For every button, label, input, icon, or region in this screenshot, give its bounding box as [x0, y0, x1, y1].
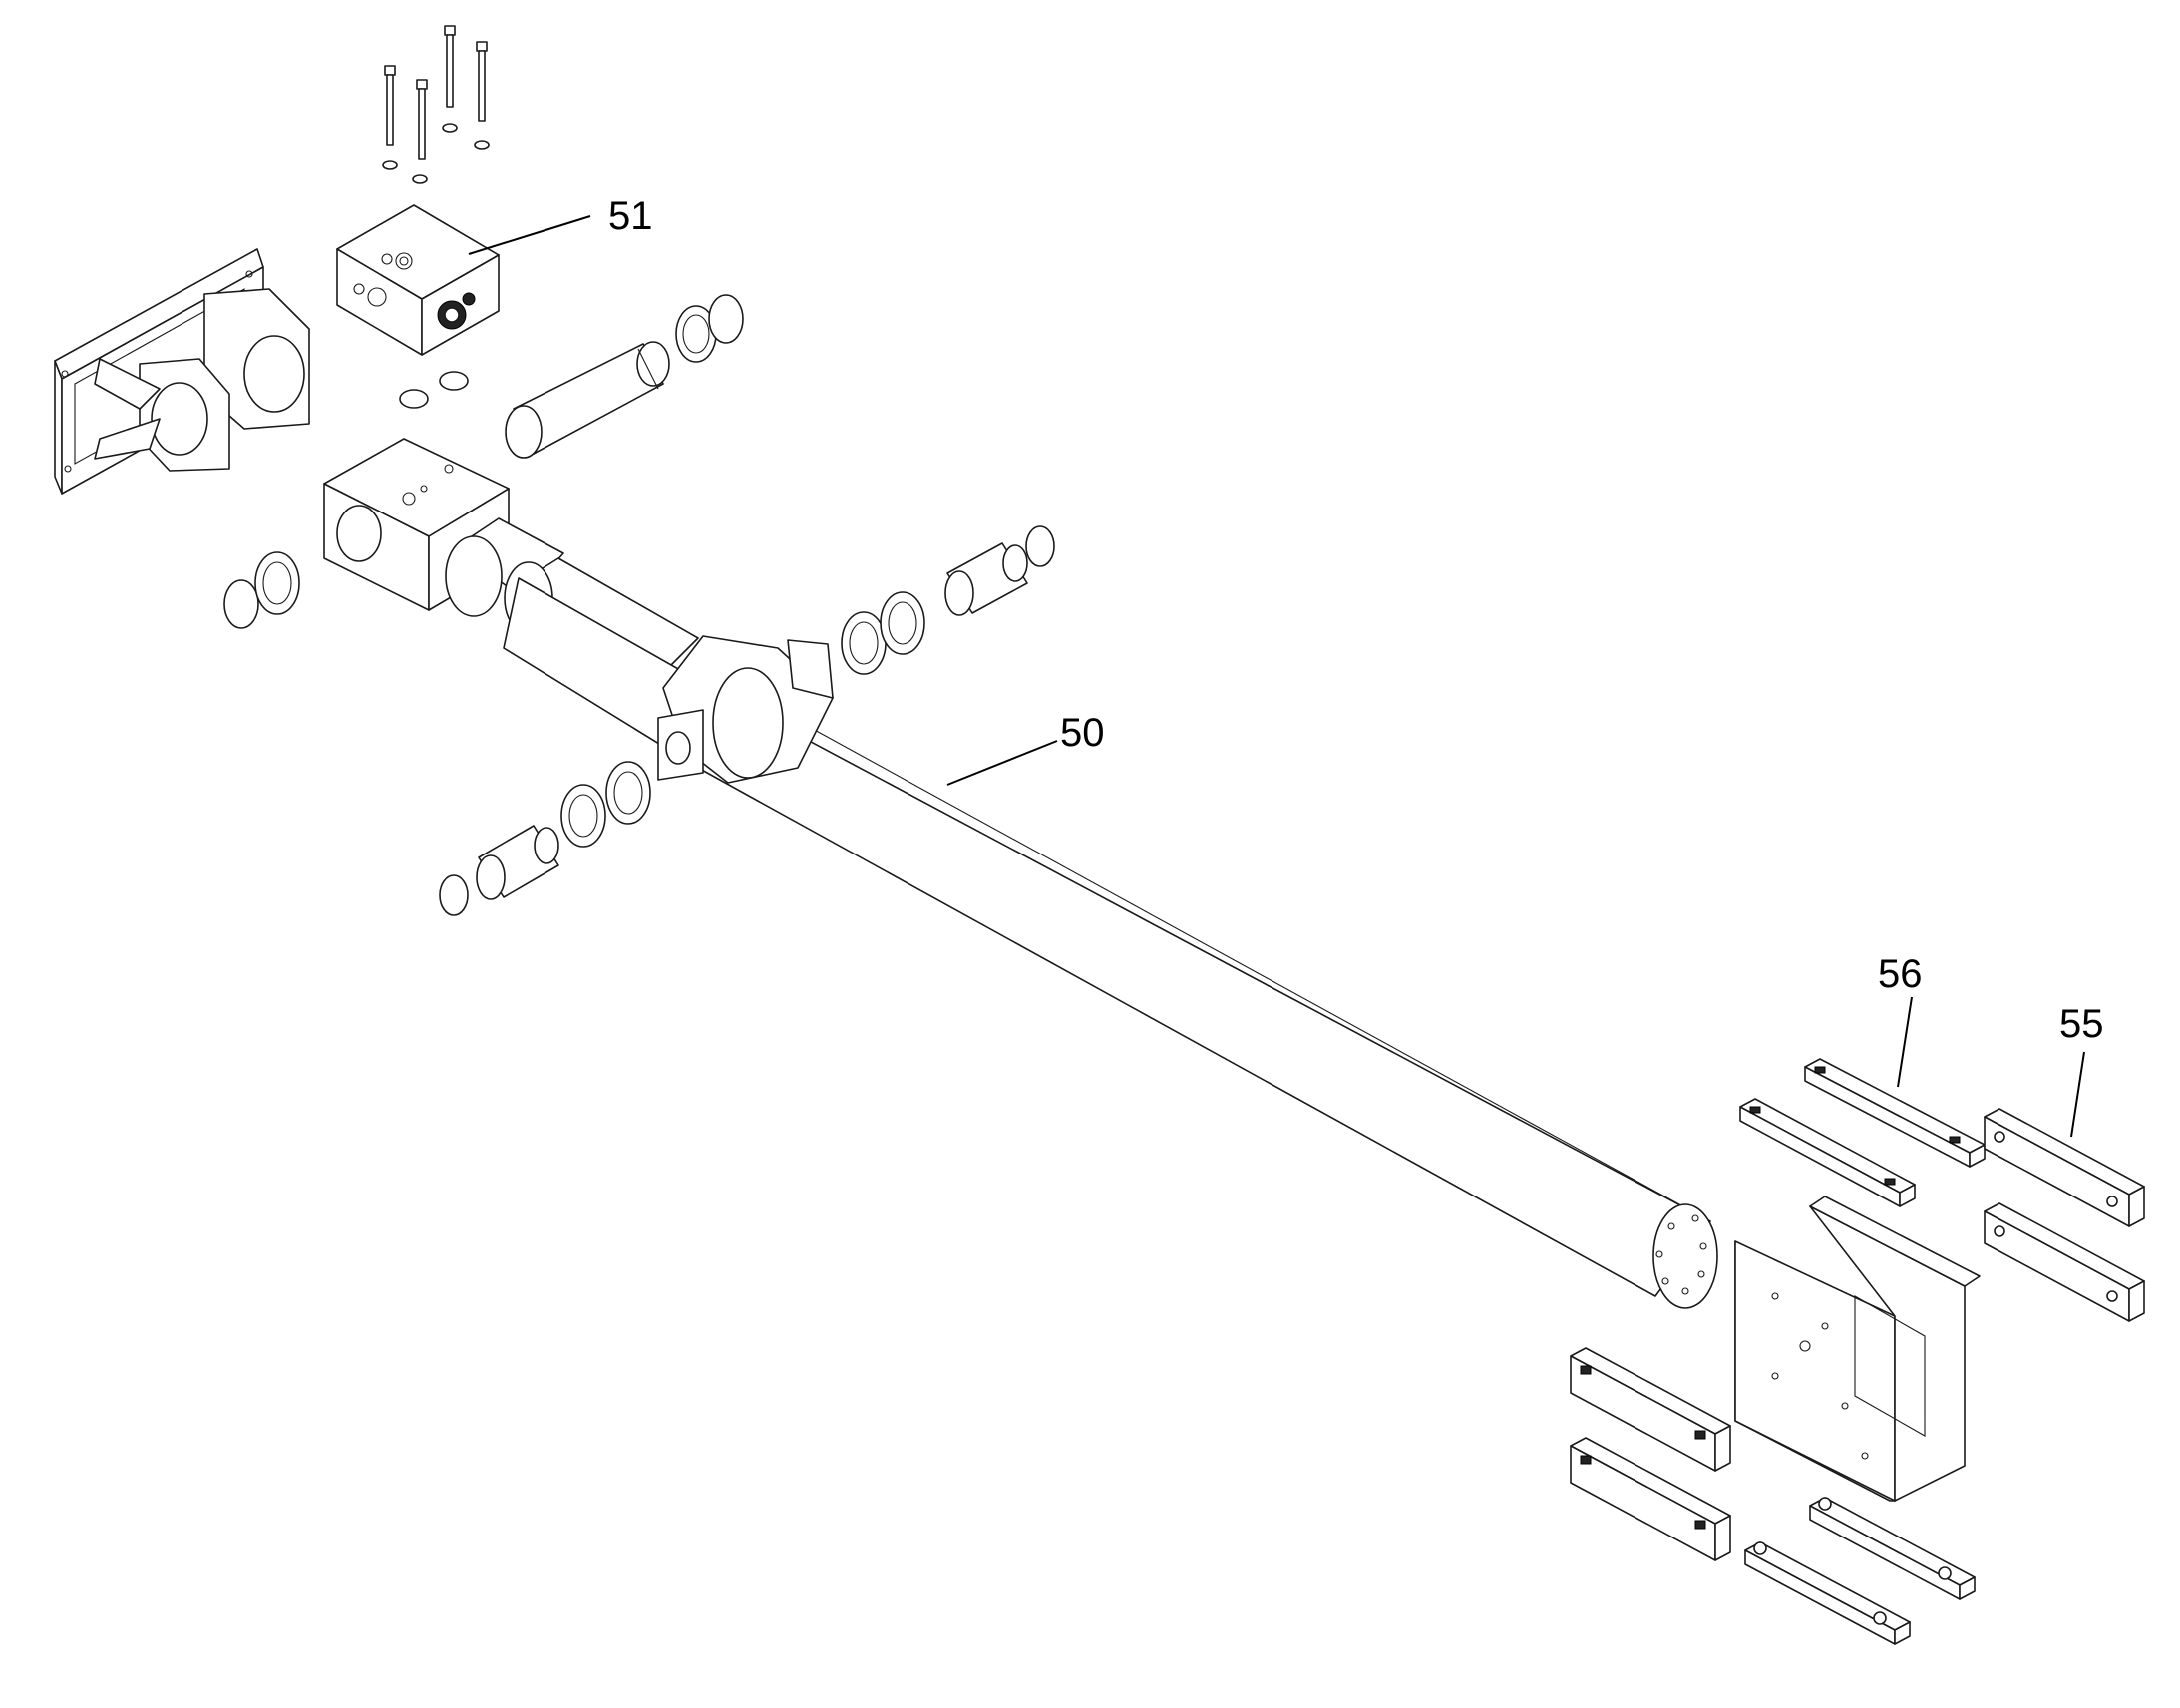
seal-ring: [888, 601, 917, 645]
callout-50: 50: [1060, 711, 1105, 755]
wear-pad: [1739, 1098, 1916, 1207]
seal-ring: [223, 579, 259, 629]
slider-carriage: [1734, 1196, 1981, 1502]
seal-ring: [605, 761, 651, 825]
seal-ring: [682, 314, 710, 354]
cylinder-assembly: [323, 438, 1718, 1309]
o-ring: [399, 389, 429, 409]
seal-ring: [560, 784, 606, 848]
seal-ring: [849, 621, 879, 665]
seal-ring: [880, 591, 925, 655]
washer: [474, 140, 490, 150]
bolt-set: [382, 25, 490, 184]
leader-line-56: [1897, 996, 1913, 1088]
bolt: [416, 79, 428, 160]
bolt: [476, 41, 488, 122]
seal-ring: [1025, 525, 1055, 567]
seal-ring: [568, 794, 598, 838]
wear-pad: [1984, 1108, 2145, 1227]
wear-pad: [1809, 1497, 1976, 1600]
bolt: [384, 65, 396, 146]
callout-55: 55: [2059, 1002, 2104, 1046]
pin: [944, 542, 1028, 616]
o-ring: [439, 371, 469, 391]
wear-pad: [1570, 1437, 1731, 1561]
callout-51: 51: [608, 194, 653, 238]
washer: [442, 123, 458, 133]
washer: [412, 174, 428, 184]
seal-ring: [262, 561, 292, 605]
seal-ring: [439, 874, 469, 916]
seal-ring: [254, 551, 300, 615]
washer: [382, 160, 398, 170]
mounting-bracket: [54, 248, 310, 495]
pin: [505, 341, 670, 459]
wear-pad: [1984, 1202, 2145, 1322]
pin: [476, 825, 559, 900]
wear-pad: [1744, 1541, 1911, 1645]
seal-ring: [708, 294, 744, 344]
leader-line-55: [2070, 1051, 2085, 1138]
wear-pad: [1570, 1347, 1731, 1472]
callout-56: 56: [1878, 952, 1923, 996]
leader-line-50: [946, 740, 1058, 786]
leader-line-51: [468, 215, 591, 255]
seal-ring: [841, 611, 887, 675]
seal-ring: [613, 771, 643, 815]
wear-pad: [1804, 1058, 1986, 1168]
valve-block: [336, 204, 500, 356]
bolt: [444, 25, 456, 108]
